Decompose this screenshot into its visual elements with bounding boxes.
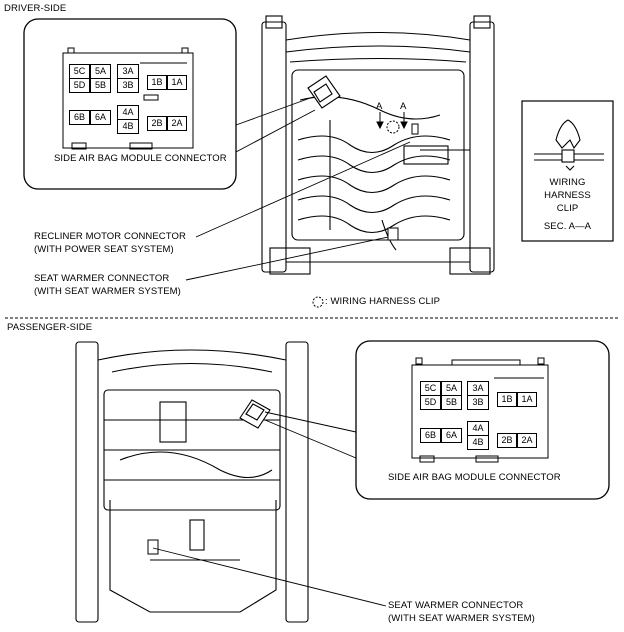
- passenger-warmer-leader: [152, 547, 387, 607]
- driver-pin-4a: 4A: [117, 105, 139, 120]
- passenger-warmer-label-line1: SEAT WARMER CONNECTOR: [388, 600, 524, 611]
- driver-pin-6b: 6B: [69, 110, 90, 125]
- driver-section-title: DRIVER-SIDE: [4, 3, 67, 14]
- passenger-connector-callout-box: [355, 340, 610, 500]
- passenger-pin-6b: 6B: [420, 428, 441, 443]
- section-marker-left: A: [376, 101, 383, 112]
- passenger-callout-leader-top: [264, 411, 357, 433]
- passenger-connector-face: [411, 357, 549, 463]
- driver-warmer-leader: [185, 235, 394, 281]
- passenger-airbag-connector-drawing: [239, 399, 271, 429]
- section-a-a-markers: [376, 112, 419, 135]
- passenger-pin-4b: 4B: [467, 435, 489, 450]
- driver-pin-5a: 5A: [90, 64, 111, 79]
- driver-connector-callout-box: [23, 18, 237, 190]
- clip-detail-line3: CLIP: [556, 203, 579, 214]
- passenger-pin-4a: 4A: [467, 421, 489, 436]
- recliner-label-line2: (WITH POWER SEAT SYSTEM): [34, 244, 174, 255]
- passenger-pin-5c: 5C: [420, 381, 441, 396]
- driver-warmer-label-line2: (WITH SEAT WARMER SYSTEM): [34, 286, 181, 297]
- passenger-section-title: PASSENGER-SIDE: [7, 322, 93, 333]
- passenger-module-connector-label: SIDE AIR BAG MODULE CONNECTOR: [388, 472, 561, 483]
- passenger-pin-5b: 5B: [441, 395, 462, 410]
- driver-harness-clip-marker: [386, 120, 400, 134]
- driver-seat-frame: [261, 15, 495, 275]
- driver-pin-5d: 5D: [69, 78, 90, 93]
- passenger-warmer-connector-drawing: [147, 539, 159, 555]
- passenger-pin-3b: 3B: [467, 395, 489, 410]
- driver-pin-4b: 4B: [117, 119, 139, 134]
- clip-detail-line1: WIRING: [549, 177, 586, 188]
- passenger-pin-5a: 5A: [441, 381, 462, 396]
- passenger-pin-5d: 5D: [420, 395, 441, 410]
- recliner-connector-leader: [195, 141, 411, 238]
- driver-warmer-connector-drawing: [387, 227, 399, 241]
- driver-callout-leader-bottom: [235, 109, 316, 153]
- driver-pin-5b: 5B: [90, 78, 111, 93]
- driver-pin-2b: 2B: [147, 116, 167, 131]
- passenger-pin-6a: 6A: [441, 428, 462, 443]
- driver-callout-leader-top: [235, 96, 314, 126]
- section-marker-right: A: [400, 101, 407, 112]
- clip-detail-section: SEC. A—A: [543, 221, 592, 232]
- passenger-seat-frame: [75, 341, 309, 623]
- passenger-callout-leader-bottom: [264, 419, 357, 459]
- passenger-pin-2a: 2A: [517, 433, 537, 448]
- passenger-pin-3a: 3A: [467, 381, 489, 396]
- driver-pin-1b: 1B: [147, 75, 167, 90]
- driver-pin-5c: 5C: [69, 64, 90, 79]
- driver-airbag-connector-drawing: [307, 75, 341, 109]
- legend-clip-symbol: [312, 296, 324, 308]
- driver-pin-2a: 2A: [167, 116, 187, 131]
- passenger-pin-2b: 2B: [497, 433, 517, 448]
- clip-legend-text: : WIRING HARNESS CLIP: [325, 296, 441, 307]
- recliner-label-line1: RECLINER MOTOR CONNECTOR: [34, 231, 186, 242]
- clip-detail-drawing: [534, 119, 604, 171]
- driver-pin-3a: 3A: [117, 64, 139, 79]
- driver-connector-face: [62, 47, 194, 150]
- driver-pin-1a: 1A: [167, 75, 187, 90]
- driver-module-connector-label: SIDE AIR BAG MODULE CONNECTOR: [54, 153, 227, 164]
- driver-warmer-label-line1: SEAT WARMER CONNECTOR: [34, 273, 170, 284]
- driver-pin-3b: 3B: [117, 78, 139, 93]
- driver-pin-6a: 6A: [90, 110, 111, 125]
- passenger-pin-1b: 1B: [497, 392, 517, 407]
- passenger-pin-1a: 1A: [517, 392, 537, 407]
- passenger-warmer-label-line2: (WITH SEAT WARMER SYSTEM): [388, 613, 535, 624]
- clip-detail-line2: HARNESS: [544, 190, 591, 201]
